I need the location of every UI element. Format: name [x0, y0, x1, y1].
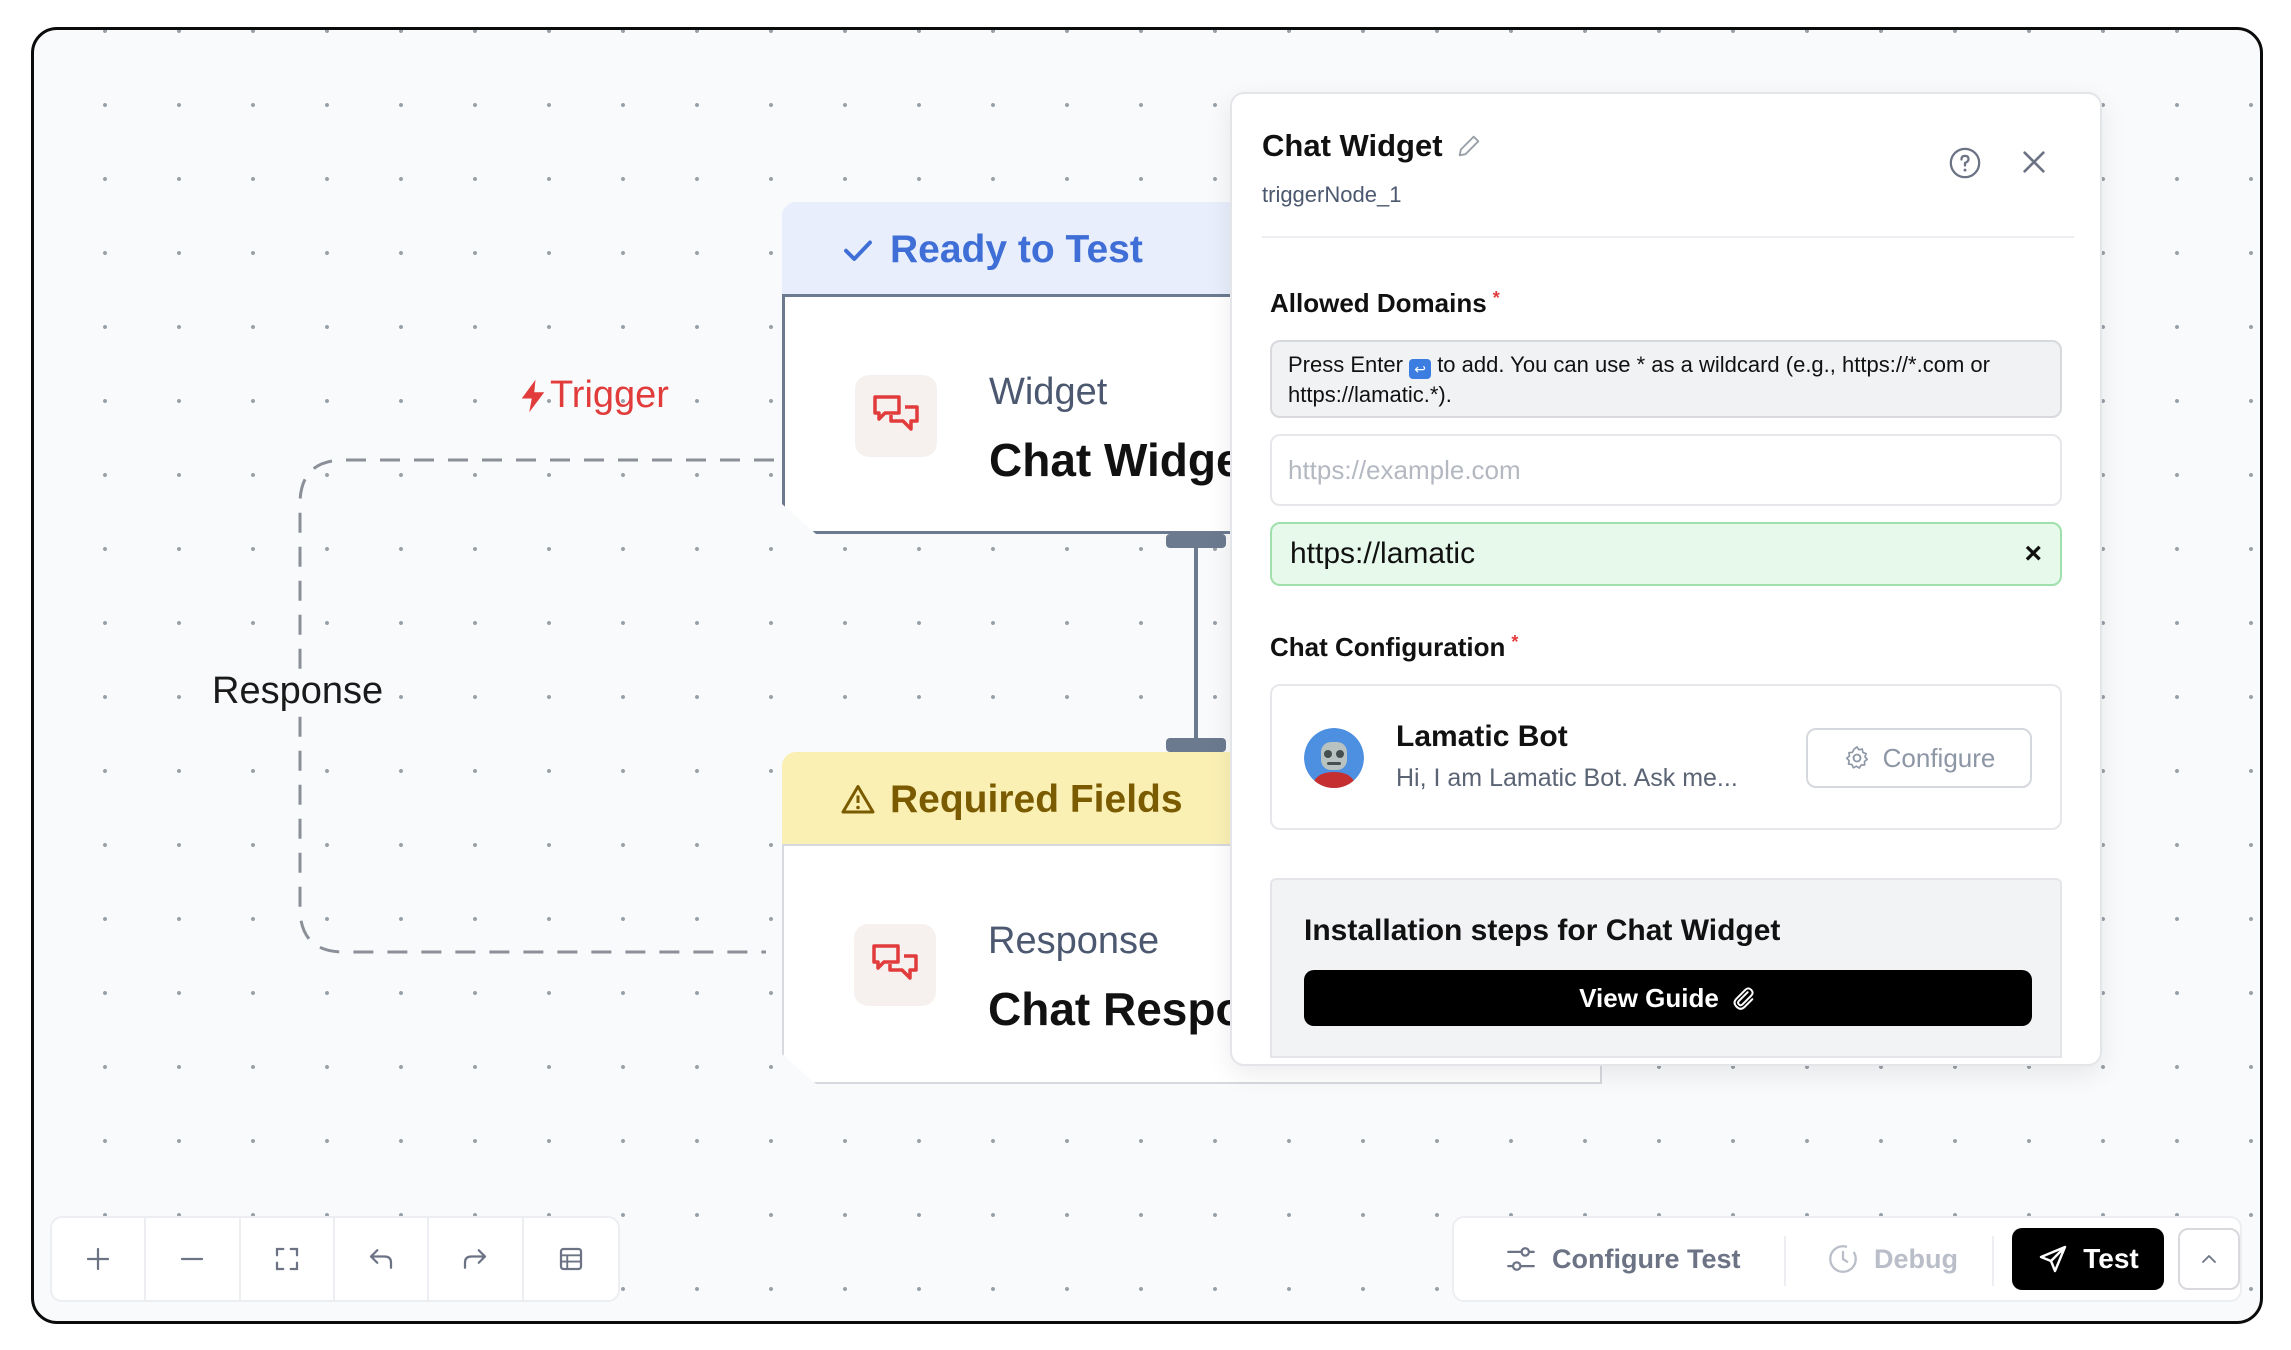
check-icon	[844, 240, 872, 261]
sliders-icon	[1507, 1247, 1535, 1271]
hint-text-after: to add. You can use * as a wildcard (e.g…	[1288, 352, 1990, 407]
node-type: Widget	[989, 371, 1108, 413]
canvas-toolbar	[50, 1216, 620, 1302]
bot-avatar	[1304, 728, 1364, 788]
workflow-canvas[interactable]: Trigger Response Ready to Test Widget Ch…	[31, 27, 2263, 1324]
node-config-panel: Chat Widget triggerNode_1 Allowed Domain…	[1230, 92, 2102, 1066]
target-handle[interactable]	[1166, 738, 1226, 752]
response-loop-edge	[298, 458, 774, 954]
remove-domain-icon[interactable]: ×	[2024, 537, 2042, 570]
toolbar-separator	[1784, 1236, 1786, 1286]
help-icon[interactable]	[1948, 146, 1982, 180]
installation-steps: Installation steps for Chat Widget View …	[1270, 878, 2062, 1058]
view-guide-label: View Guide	[1579, 982, 1719, 1013]
allowed-domains-label-text: Allowed Domains	[1270, 288, 1487, 318]
chevron-up-icon	[2202, 1255, 2216, 1263]
logs-icon[interactable]	[524, 1216, 618, 1302]
configure-test-label: Configure Test	[1552, 1243, 1741, 1274]
allowed-domains-hint: Press Enter ↩ to add. You can use * as a…	[1270, 340, 2062, 418]
chat-bubbles-icon	[855, 375, 937, 457]
warning-icon	[841, 785, 875, 814]
zoom-in-icon[interactable]	[52, 1216, 147, 1302]
bot-card: Lamatic Bot Hi, I am Lamatic Bot. Ask me…	[1270, 684, 2062, 830]
chat-configuration-label: Chat Configuration*	[1270, 632, 1518, 663]
gear-icon	[1845, 746, 1868, 769]
hint-text-before: Press Enter	[1288, 352, 1403, 377]
required-mark: *	[1492, 288, 1500, 308]
domain-input[interactable]	[1270, 434, 2062, 506]
test-label: Test	[2083, 1243, 2139, 1274]
configure-button[interactable]: Configure	[1806, 728, 2032, 788]
domain-chip-value: https://lamatic	[1290, 537, 1476, 570]
response-edge-label: Response	[208, 670, 388, 713]
edges-layer	[298, 458, 1198, 954]
node-id: triggerNode_1	[1262, 182, 1402, 207]
close-icon[interactable]	[2018, 146, 2050, 178]
trigger-label-text: Trigger	[550, 374, 669, 416]
toolbar-separator	[1992, 1236, 1994, 1286]
expand-panel-button[interactable]	[2178, 1228, 2240, 1290]
run-toolbar: Configure Test Debug Test	[1452, 1216, 2242, 1302]
node-type: Response	[988, 920, 1160, 962]
node-status-label: Ready to Test	[890, 228, 1143, 271]
undo-icon[interactable]	[335, 1216, 430, 1302]
test-button[interactable]: Test	[2012, 1228, 2164, 1290]
required-mark: *	[1511, 632, 1519, 652]
enter-key-icon: ↩	[1409, 359, 1432, 379]
panel-divider	[1262, 236, 2074, 238]
bot-name: Lamatic Bot	[1396, 720, 1568, 753]
chat-configuration-label-text: Chat Configuration	[1270, 632, 1506, 662]
configure-button-label: Configure	[1882, 742, 1996, 773]
fit-view-icon[interactable]	[241, 1216, 335, 1302]
configure-test-button[interactable]: Configure Test	[1504, 1242, 1741, 1276]
domain-chip: https://lamatic ×	[1270, 522, 2062, 586]
edit-pencil-icon[interactable]	[1455, 132, 1483, 160]
lightning-icon	[521, 379, 545, 412]
send-icon	[2040, 1245, 2067, 1273]
installation-title: Installation steps for Chat Widget	[1304, 914, 1781, 947]
node-name: Chat Widget	[989, 434, 1257, 486]
panel-title: Chat Widget	[1262, 128, 1483, 164]
node-status-label: Required Fields	[890, 778, 1183, 821]
trigger-label: Trigger	[518, 374, 669, 417]
panel-title-text: Chat Widget	[1262, 128, 1443, 163]
paperclip-icon	[1733, 987, 1754, 1010]
debug-label: Debug	[1874, 1243, 1958, 1274]
chat-bubbles-icon	[854, 924, 936, 1006]
bot-greeting: Hi, I am Lamatic Bot. Ask me...	[1396, 764, 1738, 792]
debug-button[interactable]: Debug	[1826, 1242, 1958, 1276]
allowed-domains-label: Allowed Domains*	[1270, 288, 1500, 319]
redo-icon[interactable]	[429, 1216, 524, 1302]
source-handle[interactable]	[1166, 534, 1226, 548]
history-clock-icon	[1829, 1245, 1857, 1273]
zoom-out-icon[interactable]	[146, 1216, 241, 1302]
view-guide-button[interactable]: View Guide	[1304, 970, 2032, 1026]
